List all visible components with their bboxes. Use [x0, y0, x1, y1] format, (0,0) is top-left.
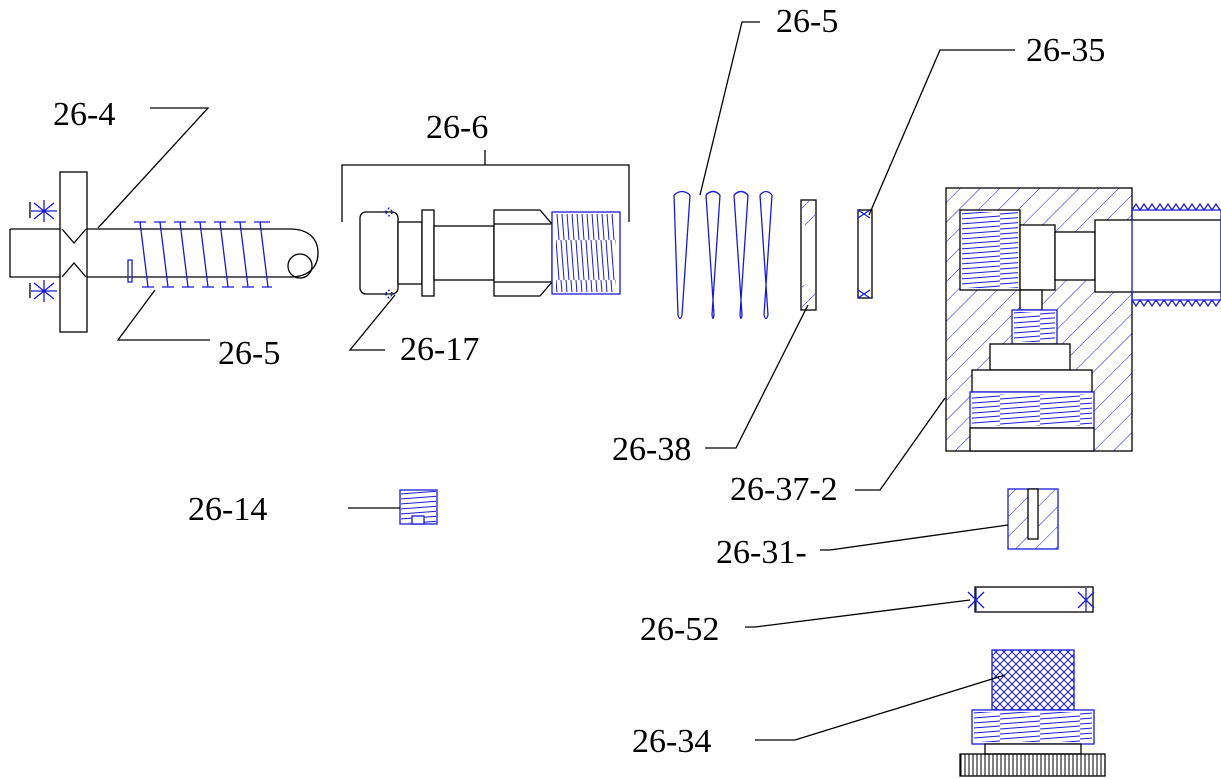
- part-26-38-washer: [800, 199, 817, 311]
- part-labels: 26-4 26-5 26-6 26-17 26-5 26-35 26-38 26…: [53, 3, 1105, 760]
- label-26-17: 26-17: [400, 331, 479, 368]
- label-26-35: 26-35: [1026, 32, 1105, 69]
- part-26-37-2-housing: [945, 187, 1221, 452]
- label-26-31: 26-31-: [716, 534, 807, 571]
- part-26-35-oring: [857, 209, 873, 299]
- label-26-34: 26-34: [632, 723, 711, 760]
- label-26-6: 26-6: [426, 109, 488, 146]
- part-26-5-spring-left: [127, 221, 272, 288]
- label-26-52: 26-52: [640, 611, 719, 648]
- part-26-31-nozzle: [1007, 488, 1059, 550]
- part-26-34-knob: [959, 649, 1106, 777]
- part-26-5-spring-top: [673, 190, 773, 320]
- label-26-38: 26-38: [612, 431, 691, 468]
- label-26-4: 26-4: [53, 96, 115, 133]
- part-26-4-plunger: [9, 171, 319, 333]
- label-26-14: 26-14: [188, 491, 267, 528]
- part-26-52-oring: [967, 586, 1095, 613]
- label-26-5-top: 26-5: [776, 3, 838, 40]
- asterisk-marker-icon: [29, 200, 57, 302]
- label-26-5-left: 26-5: [218, 335, 280, 372]
- part-26-14-insert: [399, 489, 438, 525]
- leader-lines: [97, 21, 1015, 741]
- label-26-37-2: 26-37-2: [730, 471, 838, 508]
- part-26-6-fitting: [341, 150, 630, 299]
